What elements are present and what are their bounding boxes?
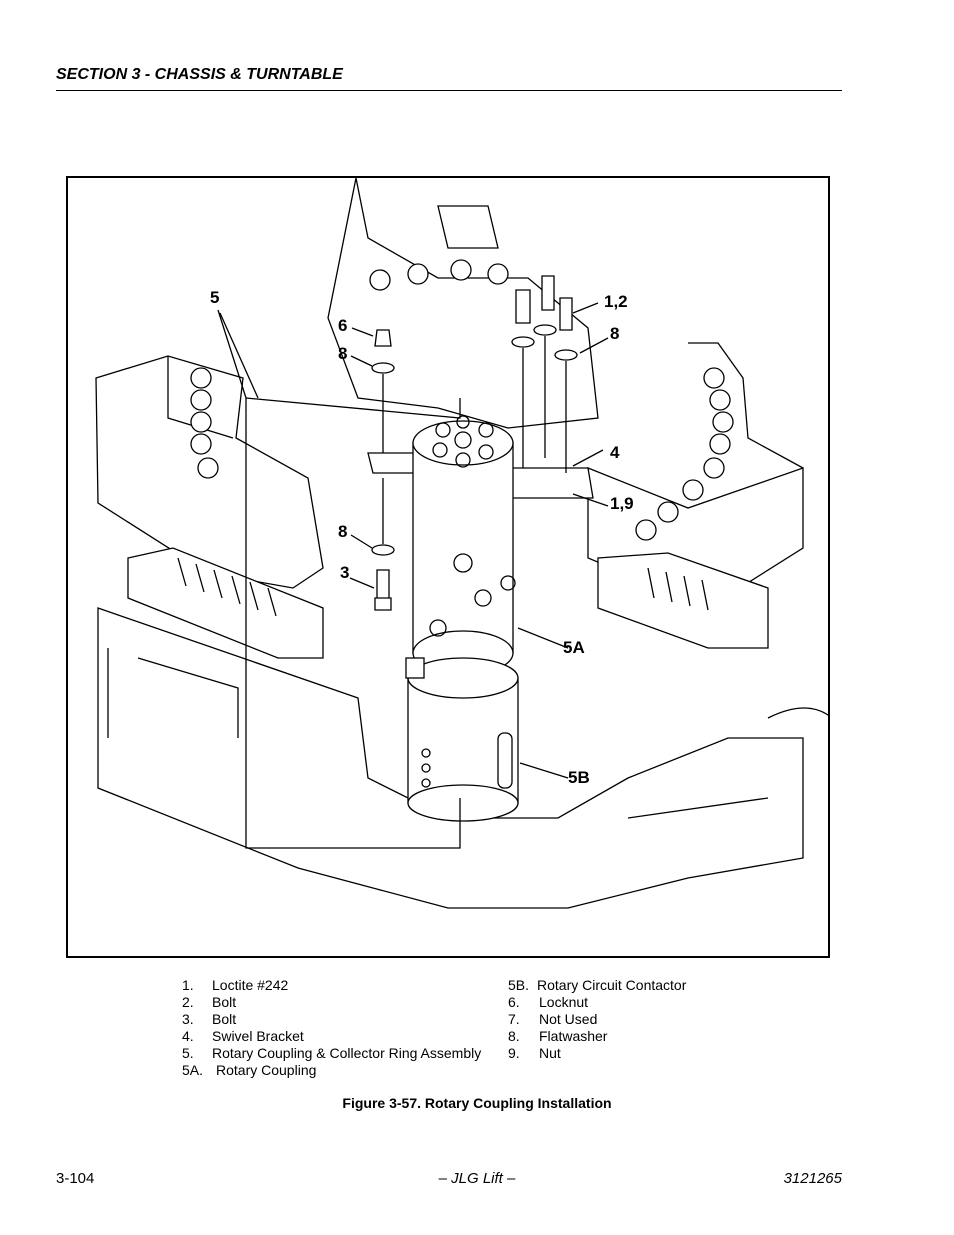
footer-center-title: – JLG Lift – xyxy=(438,1170,516,1187)
callout-8-lower: 8 xyxy=(338,522,348,541)
callout-8-top: 8 xyxy=(338,344,348,363)
callout-5: 5 xyxy=(210,288,220,307)
rotary-coupling-drawing xyxy=(95,178,828,909)
callout-6: 6 xyxy=(338,316,348,335)
coupling-ports xyxy=(429,415,516,637)
left-gear-rack xyxy=(127,547,324,659)
callout-8-right: 8 xyxy=(610,324,620,343)
rotary-circuit-contactor xyxy=(405,657,519,822)
legend-item: 3.Bolt xyxy=(182,1011,237,1027)
callout-5b: 5B xyxy=(568,768,590,787)
lower-chassis xyxy=(97,607,804,909)
top-bracket xyxy=(437,205,499,249)
figure-caption: Figure 3-57. Rotary Coupling Installatio… xyxy=(342,1095,612,1111)
legend-item: 6.Locknut xyxy=(508,994,589,1010)
callout-3: 3 xyxy=(340,563,350,582)
legend-item: 1.Loctite #242 xyxy=(182,977,289,993)
document-number: 3121265 xyxy=(783,1170,842,1187)
top-bolt-row xyxy=(369,259,509,291)
legend-item: 5.Rotary Coupling & Collector Ring Assem… xyxy=(182,1045,482,1061)
section-title: SECTION 3 - CHASSIS & TURNTABLE xyxy=(56,66,343,83)
legend-item: 7.Not Used xyxy=(508,1011,598,1027)
rotary-coupling-figure: 5 6 8 1,2 8 4 1,9 8 3 5A 5B xyxy=(66,176,830,958)
top-bolts-hardware xyxy=(511,275,578,473)
right-bolt-column xyxy=(635,367,734,541)
header-divider xyxy=(56,90,842,91)
page-number: 3-104 xyxy=(56,1170,95,1187)
item-5-bracket xyxy=(245,397,461,849)
legend-item: 8.Flatwasher xyxy=(508,1028,608,1044)
callout-4: 4 xyxy=(610,443,620,462)
leader-lines xyxy=(349,302,609,779)
lower-bolt-and-washer xyxy=(371,478,395,611)
callout-1-2: 1,2 xyxy=(604,292,628,311)
right-gear-rack xyxy=(597,552,769,649)
callout-1-9: 1,9 xyxy=(610,494,634,513)
legend-item: 4.Swivel Bracket xyxy=(182,1028,304,1044)
legend-item: 2.Bolt xyxy=(182,994,237,1010)
rotary-coupling-body xyxy=(412,415,516,676)
locknut-and-washer xyxy=(371,329,395,453)
callout-5a: 5A xyxy=(563,638,585,657)
legend-item: 5B.Rotary Circuit Contactor xyxy=(508,977,687,993)
legend-item: 5A.Rotary Coupling xyxy=(182,1062,317,1078)
left-bolt-column xyxy=(190,367,219,479)
left-plate-rim xyxy=(167,356,234,439)
legend-item: 9.Nut xyxy=(508,1045,561,1061)
